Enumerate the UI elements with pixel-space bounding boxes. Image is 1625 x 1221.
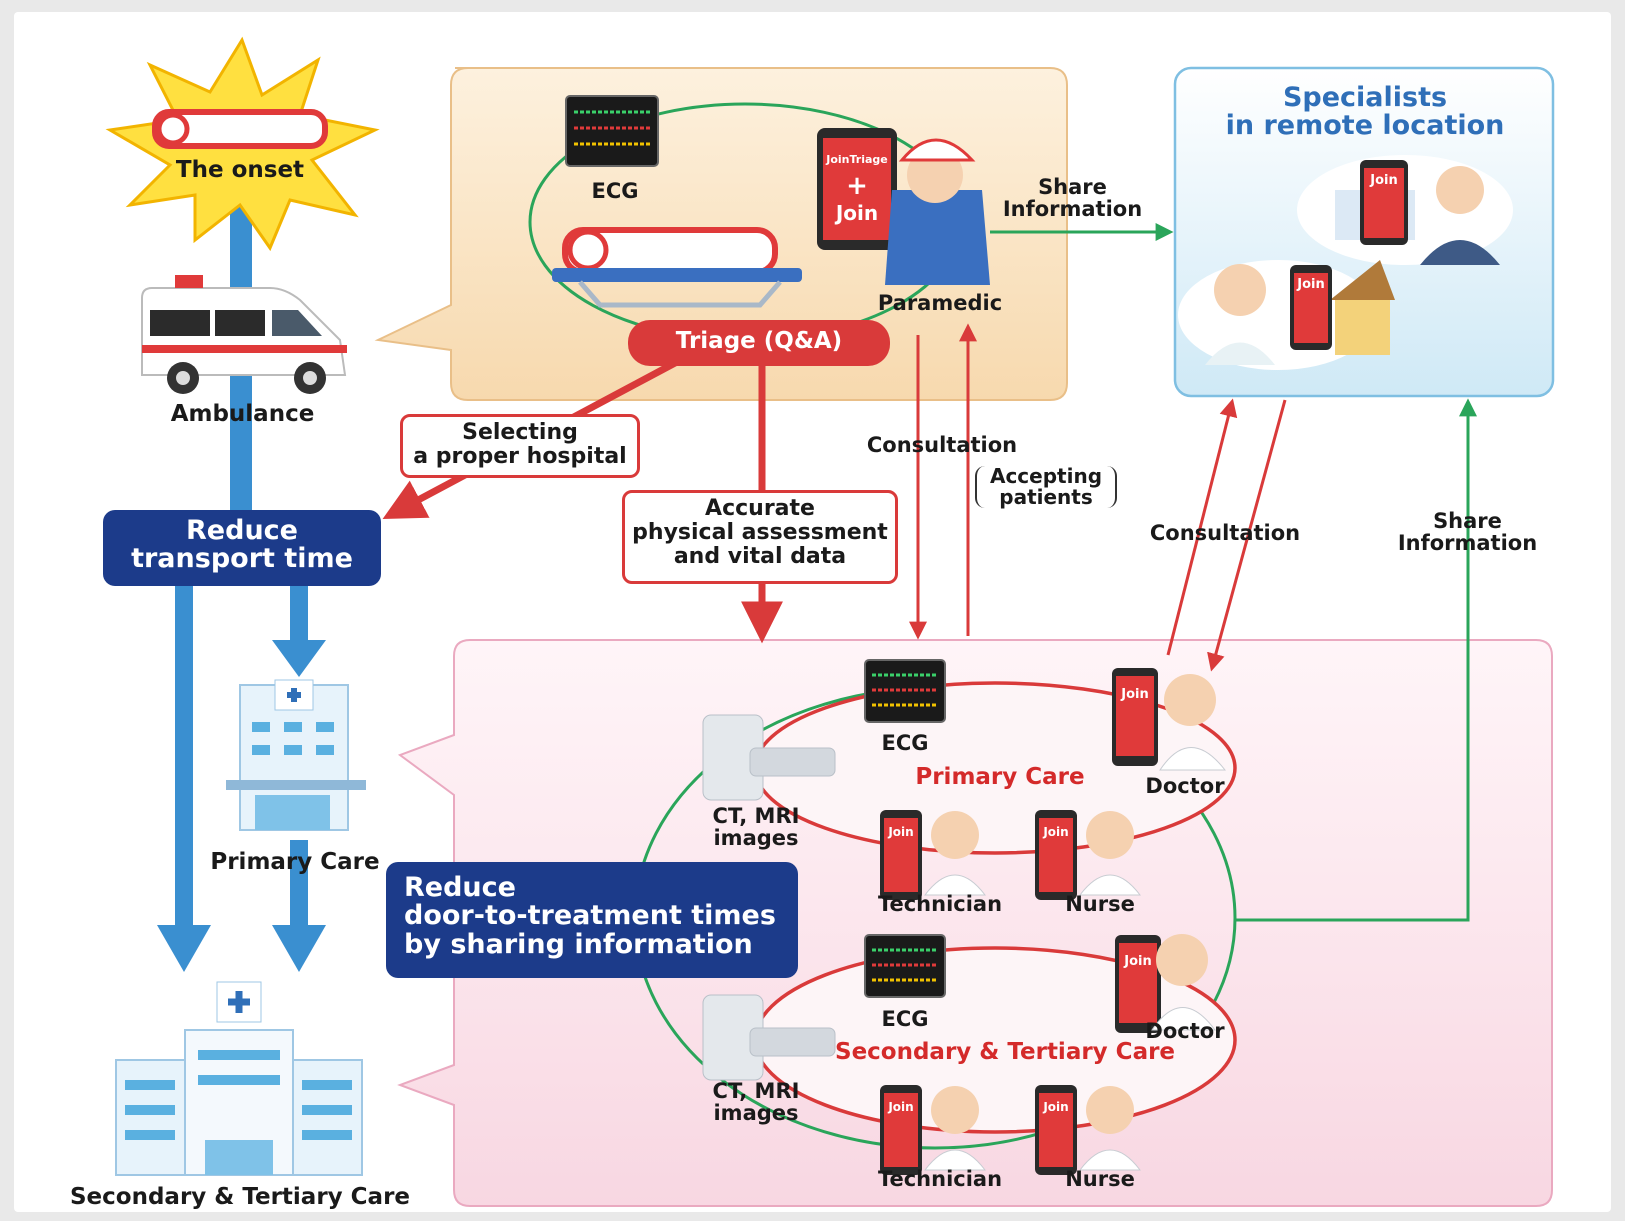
ambulance-label: Ambulance: [170, 401, 315, 427]
accepting-patients-label: Accepting patients: [975, 466, 1117, 508]
share-information-top-label: Share Information: [1002, 175, 1143, 222]
triage-qa-badge: Triage (Q&A): [628, 320, 890, 366]
secondary-ecg-label: ECG: [881, 1007, 929, 1031]
secondary-doctor-label: Doctor: [1145, 1019, 1225, 1043]
onset-label: The onset: [175, 157, 305, 183]
primary-doctor-join-label: Join: [1121, 687, 1149, 702]
paramedic-figure-icon: [885, 138, 990, 285]
secondary-ecg-monitor-icon: [864, 934, 946, 998]
specialist-home-join-label: Join: [1297, 277, 1325, 292]
specialist-consultation-arrows: [1166, 398, 1287, 672]
primary-nurse-label: Nurse: [1065, 892, 1135, 916]
primary-care-loop-title: Primary Care: [915, 764, 1085, 790]
primary-technician-figure-icon: [880, 810, 987, 900]
primary-doctor-figure-icon: [1112, 668, 1227, 771]
secondary-care-loop-title: Secondary & Tertiary Care: [835, 1039, 1176, 1065]
remote-specialist-home-icon: [1178, 260, 1395, 370]
share-information-right-arrow: [1235, 398, 1477, 922]
consultation-label: Consultation: [866, 433, 1018, 457]
secondary-technician-label: Technician: [877, 1167, 1003, 1191]
reduce-transport-time-callout: Reduce transport time: [103, 510, 381, 586]
consultation-arrows: [909, 323, 977, 640]
secondary-technician-figure-icon: [880, 1085, 987, 1175]
tablet-join-label: Join: [835, 201, 879, 225]
secondary-doctor-figure-icon: [1115, 934, 1216, 1033]
hospital-panel: [397, 639, 1553, 1207]
ambulance-icon: [141, 275, 347, 394]
primary-ecg-monitor-icon: [864, 659, 946, 723]
secondary-ct-mri-scanner-icon: [702, 994, 836, 1081]
transport-flow: [157, 195, 326, 972]
accurate-assessment-box: Accurate physical assessment and vital d…: [622, 490, 898, 584]
selecting-hospital-box: Selecting a proper hospital: [400, 414, 640, 478]
primary-care-building-icon: [226, 679, 366, 831]
secondary-tertiary-label: Secondary & Tertiary Care: [69, 1184, 411, 1210]
specialists-title: Specialists in remote location: [1225, 82, 1505, 142]
primary-ct-mri-scanner-icon: [702, 714, 836, 801]
secondary-nurse-label: Nurse: [1065, 1167, 1135, 1191]
secondary-doctor-join-label: Join: [1124, 954, 1152, 969]
primary-ecg-label: ECG: [881, 731, 929, 755]
secondary-ct-mri-label: CT, MRI images: [712, 1079, 800, 1126]
specialist-office-join-label: Join: [1370, 173, 1398, 188]
primary-nurse-join-label: Join: [1043, 825, 1069, 839]
secondary-care-building-icon: [115, 981, 363, 1176]
tablet-header-label: JoinTriage: [826, 153, 888, 166]
share-information-right-label: Share Information: [1397, 509, 1538, 556]
secondary-technician-join-label: Join: [888, 1100, 914, 1114]
ecg-monitor-icon: [565, 95, 659, 167]
primary-technician-join-label: Join: [888, 825, 914, 839]
patient-on-stretcher-icon: [552, 227, 802, 308]
secondary-nurse-figure-icon: [1035, 1085, 1142, 1175]
onset-burst-icon: [105, 36, 380, 252]
primary-technician-label: Technician: [877, 892, 1003, 916]
primary-nurse-figure-icon: [1035, 810, 1142, 900]
reduce-door-to-treatment-callout: Reduce door-to-treatment times by sharin…: [386, 862, 798, 978]
specialist-consultation-label: Consultation: [1149, 521, 1301, 545]
tablet-plus-label: +: [846, 171, 868, 201]
primary-doctor-label: Doctor: [1145, 774, 1225, 798]
secondary-nurse-join-label: Join: [1043, 1100, 1069, 1114]
primary-care-label: Primary Care: [210, 849, 380, 875]
ambulance-ecg-label: ECG: [591, 179, 639, 203]
paramedic-label: Paramedic: [877, 291, 1003, 315]
primary-ct-mri-label: CT, MRI images: [712, 804, 800, 851]
joins-tablet-icon: [817, 128, 897, 250]
remote-specialist-office-icon: [1297, 155, 1513, 265]
